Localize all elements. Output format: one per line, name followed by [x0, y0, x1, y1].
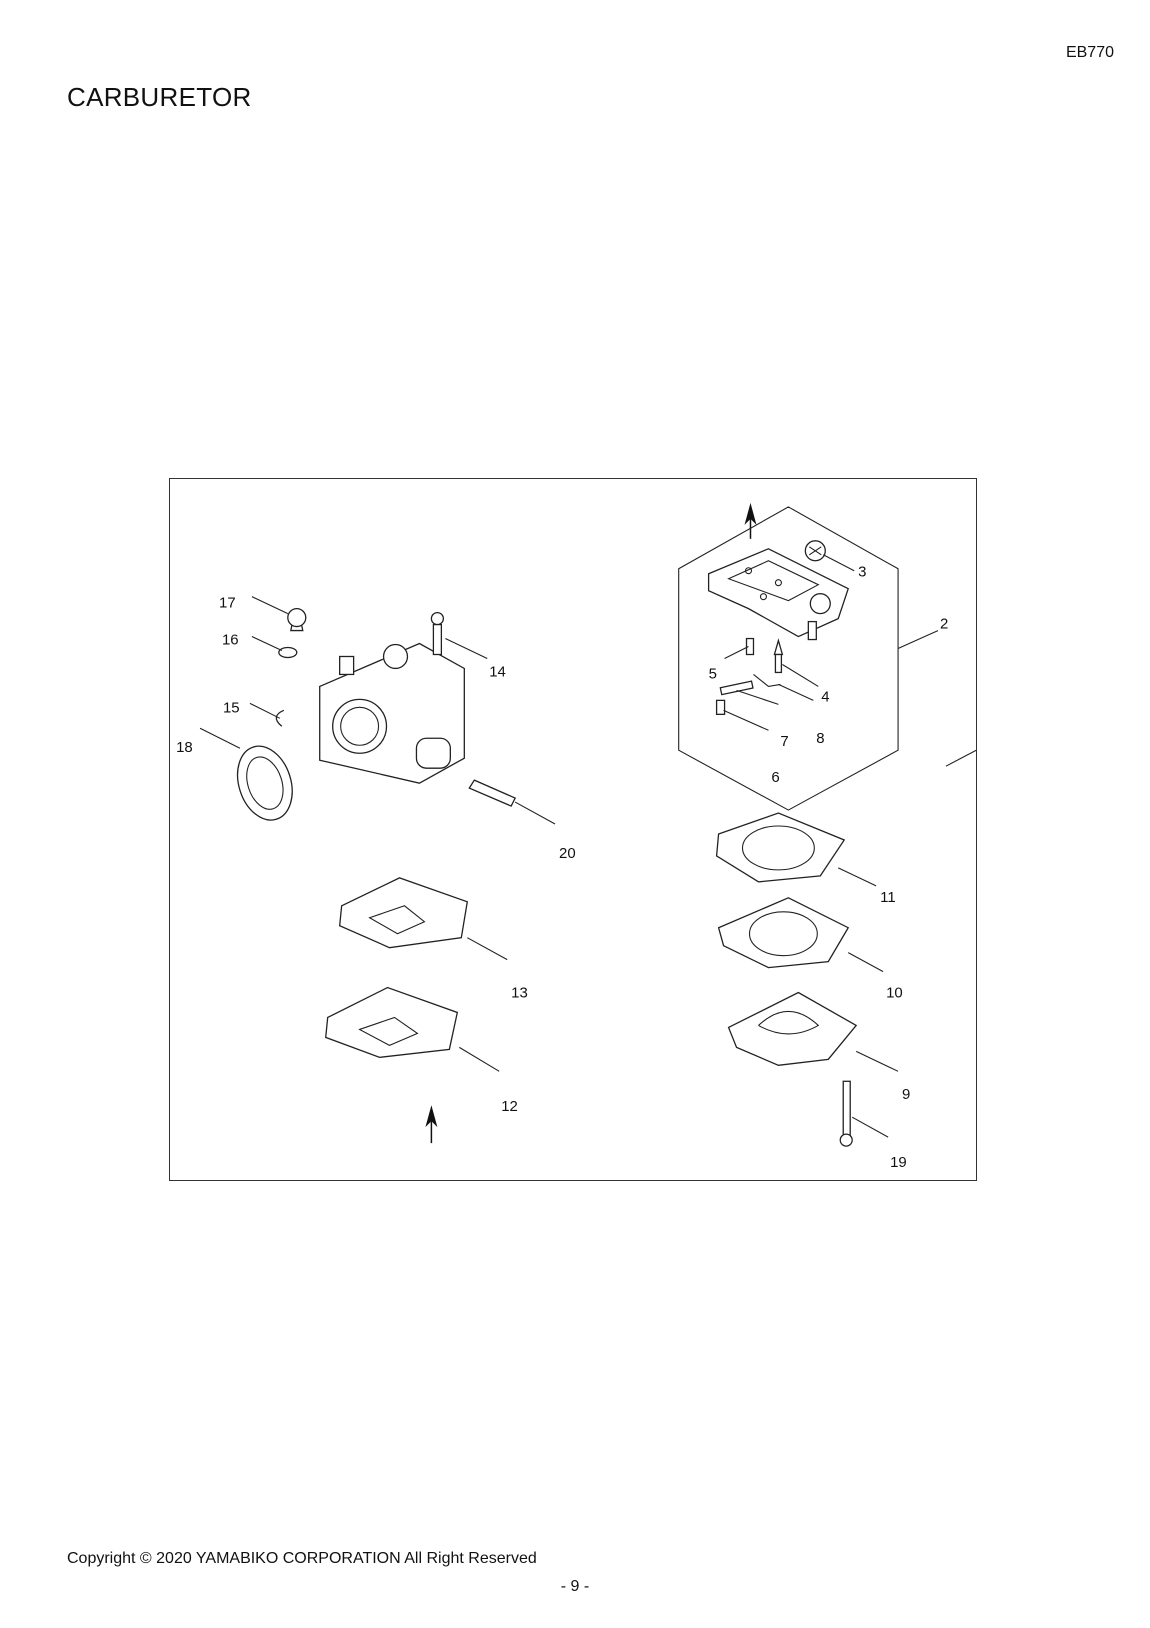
callout-12: 12 [501, 1098, 518, 1115]
gaskets-left [325, 877, 469, 1059]
callout-labels: 1 2 3 4 5 6 7 8 9 10 11 12 13 14 15 16 1… [176, 564, 948, 1171]
callout-17: 17 [219, 595, 236, 612]
direction-arrow-bottom [425, 1105, 438, 1144]
gaskets-right [715, 812, 858, 1147]
callout-5: 5 [709, 665, 717, 682]
needle-and-spring-parts [715, 637, 784, 715]
callout-18: 18 [176, 739, 193, 756]
callout-16: 16 [222, 632, 239, 649]
callout-7: 7 [780, 733, 788, 750]
pump-cover-part [707, 540, 850, 641]
callout-15: 15 [223, 699, 240, 716]
callout-10: 10 [886, 985, 903, 1002]
kit-hexagon-outline [678, 506, 899, 811]
callout-19: 19 [890, 1154, 907, 1171]
callout-8: 8 [816, 730, 824, 747]
callout-9: 9 [902, 1086, 910, 1103]
callout-4: 4 [821, 688, 829, 705]
copyright-notice: Copyright © 2020 YAMABIKO CORPORATION Al… [67, 1550, 537, 1567]
leader-lines [199, 554, 976, 1138]
page-title: CARBURETOR [67, 82, 252, 112]
callout-3: 3 [858, 564, 866, 581]
direction-arrow-top [744, 502, 757, 539]
page-number: - 9 - [560, 1578, 590, 1595]
carburetor-body [236, 607, 517, 821]
callout-14: 14 [489, 663, 506, 680]
callout-11: 11 [880, 889, 896, 906]
callout-20: 20 [559, 845, 576, 862]
model-code: EB770 [1065, 44, 1114, 61]
callout-13: 13 [511, 985, 528, 1002]
callout-2: 2 [940, 616, 948, 633]
callout-6: 6 [771, 769, 779, 786]
parts-diagram: 1 2 3 4 5 6 7 8 9 10 11 12 13 14 15 16 1… [169, 478, 977, 1181]
